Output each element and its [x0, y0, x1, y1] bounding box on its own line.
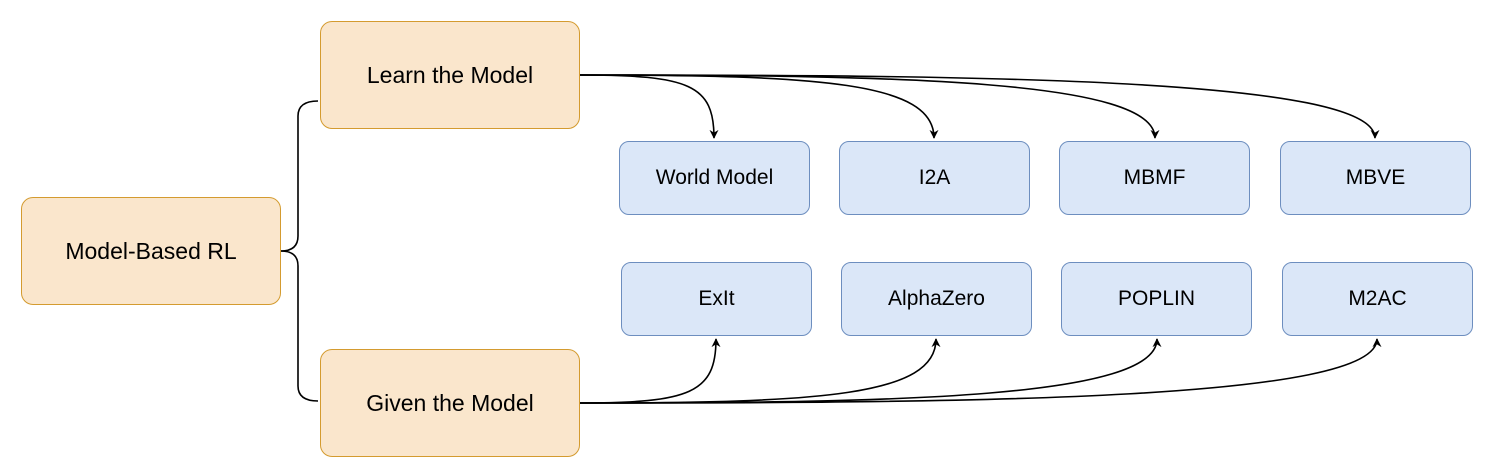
node-label: MBMF: [1123, 166, 1186, 189]
node-alphazero: AlphaZero: [841, 262, 1032, 336]
bracket-connector-given: [280, 250, 319, 402]
node-label: Model-Based RL: [65, 237, 237, 264]
node-label: POPLIN: [1117, 287, 1196, 310]
arrow-learn-to-mbve: [579, 74, 1380, 139]
node-exit: ExIt: [621, 262, 812, 336]
node-label: AlphaZero: [888, 287, 985, 310]
node-label: MBVE: [1345, 166, 1406, 189]
node-label: M2AC: [1348, 287, 1407, 310]
arrow-given-to-poplin: [579, 338, 1162, 404]
node-label: ExIt: [698, 287, 735, 310]
node-mbve: MBVE: [1280, 141, 1471, 215]
node-label: Learn the Model: [366, 61, 534, 88]
node-mbmf: MBMF: [1059, 141, 1250, 215]
bracket-connector-learn: [280, 100, 319, 252]
node-label: World Model: [655, 166, 774, 189]
arrow-given-to-exit: [579, 338, 721, 404]
arrow-learn-to-i2a: [579, 74, 939, 139]
node-given-the-model: Given the Model: [320, 349, 580, 457]
arrow-given-to-m2ac: [579, 338, 1382, 404]
node-model-based-rl: Model-Based RL: [21, 197, 281, 305]
node-learn-the-model: Learn the Model: [320, 21, 580, 129]
node-label: I2A: [918, 166, 951, 189]
node-i2a: I2A: [839, 141, 1030, 215]
arrow-given-to-alphazero: [579, 338, 941, 404]
node-poplin: POPLIN: [1061, 262, 1252, 336]
arrow-learn-to-mbmf: [579, 74, 1160, 139]
arrow-learn-to-world-model: [579, 74, 719, 139]
node-world-model: World Model: [619, 141, 810, 215]
node-label: Given the Model: [366, 389, 534, 416]
node-m2ac: M2AC: [1282, 262, 1473, 336]
